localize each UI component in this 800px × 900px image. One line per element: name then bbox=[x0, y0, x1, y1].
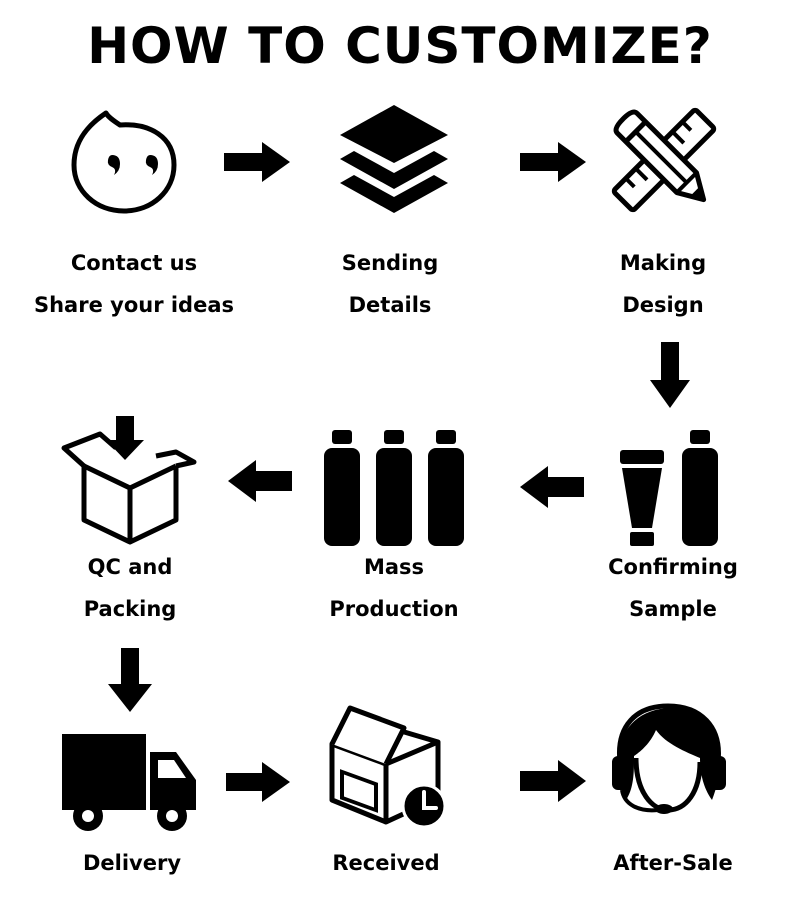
page-title: HOW TO CUSTOMIZE? bbox=[87, 17, 713, 75]
step-label-line1: Contact us bbox=[70, 251, 198, 275]
box-icon bbox=[61, 416, 197, 545]
step-label: Confirming Sample bbox=[573, 546, 773, 630]
bottles-icon bbox=[324, 430, 464, 546]
headset-agent-icon bbox=[612, 703, 726, 814]
arrow-left-icon bbox=[228, 460, 292, 502]
step-label-line2: Details bbox=[348, 293, 432, 317]
step-label-line2: Share your ideas bbox=[33, 293, 235, 317]
step-label-line1: Confirming bbox=[608, 555, 738, 579]
arrow-right-icon bbox=[520, 760, 586, 802]
arrow-left-icon bbox=[520, 466, 584, 508]
step-label-line1: Received bbox=[332, 851, 440, 875]
step-label: QC and Packing bbox=[30, 546, 230, 630]
step-label: Mass Production bbox=[294, 546, 494, 630]
step-label-line1: Sending bbox=[341, 251, 439, 275]
arrow-right-icon bbox=[226, 762, 290, 802]
arrow-right-icon bbox=[224, 142, 290, 182]
step-label-line2: Packing bbox=[83, 597, 177, 621]
step-label-line2: Design bbox=[622, 293, 704, 317]
step-label: After-Sale bbox=[573, 842, 773, 884]
arrow-down-icon bbox=[650, 342, 690, 408]
step-label: Making Design bbox=[563, 242, 763, 326]
tube-bottle-icon bbox=[620, 430, 718, 546]
step-label-line2: Sample bbox=[629, 597, 717, 621]
step-label-line1: Making bbox=[619, 251, 707, 275]
layers-icon bbox=[340, 105, 448, 213]
step-label: Contact us Share your ideas bbox=[20, 242, 248, 326]
arrow-right-icon bbox=[520, 142, 586, 182]
step-label-line1: QC and bbox=[87, 555, 173, 579]
pencil-ruler-icon bbox=[611, 107, 717, 213]
step-label-line1: After-Sale bbox=[613, 851, 733, 875]
arrow-down-icon bbox=[108, 648, 152, 712]
truck-icon bbox=[62, 734, 196, 831]
step-label-line2: Production bbox=[329, 597, 459, 621]
step-label-line1: Delivery bbox=[82, 851, 182, 875]
chat-bubble-icon bbox=[71, 110, 177, 214]
step-label: Received bbox=[286, 842, 486, 884]
package-clock-icon bbox=[329, 705, 447, 829]
step-label-line1: Mass bbox=[363, 555, 425, 579]
step-label: Delivery bbox=[32, 842, 232, 884]
step-label: Sending Details bbox=[290, 242, 490, 326]
